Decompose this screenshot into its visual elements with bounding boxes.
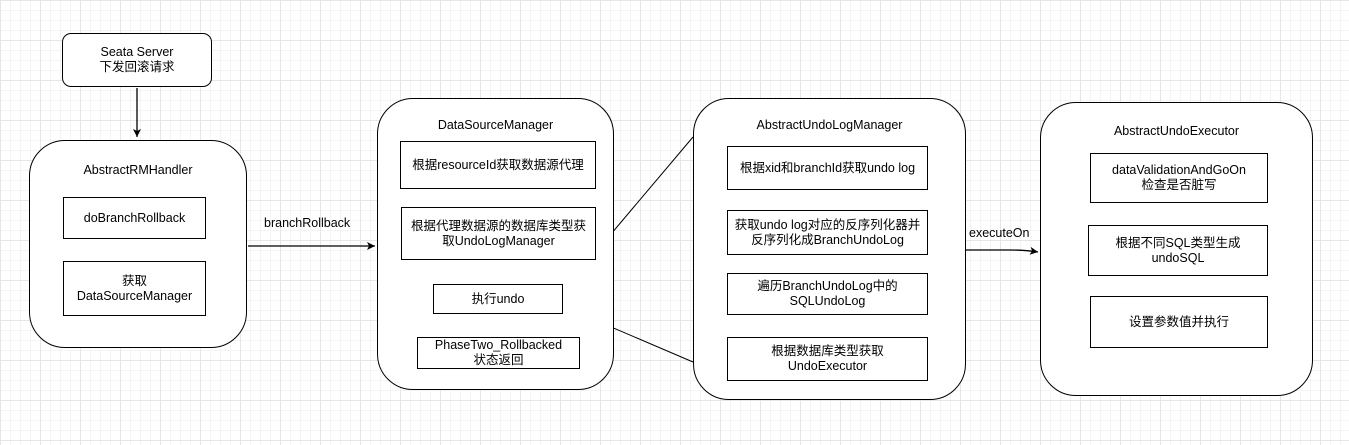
branch-rollback-label: branchRollback [264,216,351,230]
generate-undo-sql-node[interactable]: 根据不同SQL类型生成 undoSQL [1088,225,1268,276]
abstract-rm-handler-title: AbstractRMHandler [83,163,193,177]
do-branch-rollback-node[interactable]: doBranchRollback [63,197,206,239]
get-undo-manager-node[interactable]: 根据代理数据源的数据库类型获 取UndoLogManager [401,207,596,260]
set-params-execute-node[interactable]: 设置参数值并执行 [1090,296,1268,348]
execute-on-label: executeOn [969,226,1030,240]
return-status-node[interactable]: PhaseTwo_Rollbacked 状态返回 [417,337,580,369]
exec-undo-node[interactable]: 执行undo [433,284,563,314]
data-validation-node[interactable]: dataValidationAndGoOn 检查是否脏写 [1090,153,1268,203]
abstract-rm-handler-container[interactable]: AbstractRMHandler [29,140,247,348]
edge-execute-on [966,246,1039,255]
get-executor-node[interactable]: 根据数据库类型获取 UndoExecutor [727,337,928,381]
abstract-undo-log-manager-title: AbstractUndoLogManager [756,118,903,132]
get-dsm-node[interactable]: 获取 DataSourceManager [63,261,206,316]
datasource-manager-title: DataSourceManager [437,118,554,132]
abstract-undo-executor-title: AbstractUndoExecutor [1113,124,1240,138]
get-undo-log-node[interactable]: 根据xid和branchId获取undo log [727,146,928,190]
deserialize-node[interactable]: 获取undo log对应的反序列化器并 反序列化成BranchUndoLog [727,210,928,255]
seata-server-node[interactable]: Seata Server 下发回滚请求 [62,33,212,87]
iterate-undo-log-node[interactable]: 遍历BranchUndoLog中的 SQLUndoLog [727,273,928,315]
get-proxy-node[interactable]: 根据resourceId获取数据源代理 [400,141,596,189]
